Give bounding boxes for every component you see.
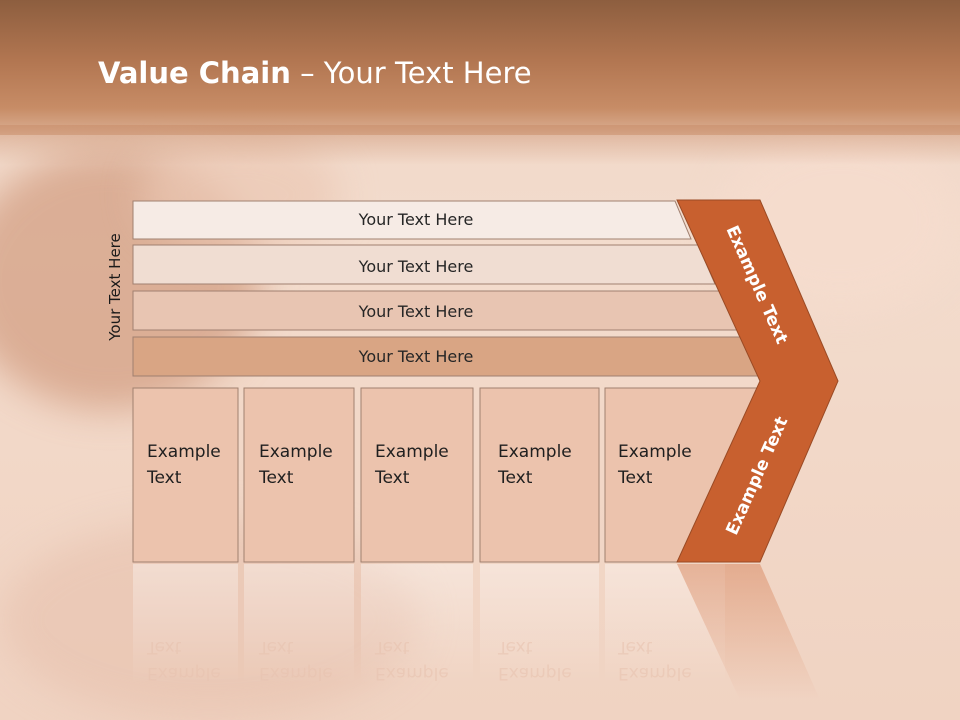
row-2-label: Your Text Here <box>358 257 474 276</box>
box-4-text-reflection: Example Text <box>498 634 588 686</box>
box-3-text-reflection: Example Text <box>375 634 465 686</box>
box-2 <box>243 387 355 563</box>
row-3-label: Your Text Here <box>358 302 474 321</box>
header-band <box>0 0 960 135</box>
box-2-text: Example Text <box>259 439 349 491</box>
box-1-text: Example Text <box>147 439 237 491</box>
box-3-refl-line1: Example <box>375 663 449 683</box>
box-3-line2: Text <box>375 468 410 488</box>
box-3-line1: Example <box>375 442 449 462</box>
box-5-refl-line1: Example <box>618 663 692 683</box>
box-1-refl-line1: Example <box>147 663 221 683</box>
row-4-label: Your Text Here <box>358 347 474 366</box>
box-4 <box>479 387 600 563</box>
box-3 <box>360 387 474 563</box>
row-1-shape <box>132 200 692 240</box>
box-2-text-reflection: Example Text <box>259 634 349 686</box>
box-4-text: Example Text <box>498 439 588 491</box>
chevron-arrow <box>676 199 839 563</box>
box-4-line1: Example <box>498 442 572 462</box>
box-5-line2: Text <box>618 468 653 488</box>
box-1-refl-line2: Text <box>147 637 182 657</box>
box-2-reflection <box>244 564 354 684</box>
box-3-reflection <box>361 564 473 684</box>
title-bold: Value Chain <box>98 56 291 90</box>
box-2-line2: Text <box>259 468 294 488</box>
box-3-text: Example Text <box>375 439 465 491</box>
box-5-line1: Example <box>618 442 692 462</box>
box-1-line1: Example <box>147 442 221 462</box>
box-2-refl-line2: Text <box>259 637 294 657</box>
box-5-refl-line2: Text <box>618 637 653 657</box>
box-1-reflection <box>133 564 238 684</box>
box-2-refl-line1: Example <box>259 663 333 683</box>
header-fade <box>0 125 960 165</box>
box-1-line2: Text <box>147 468 182 488</box>
box-5-text-reflection: Example Text <box>618 634 708 686</box>
box-1-text-reflection: Example Text <box>147 634 237 686</box>
title-rest: – Your Text Here <box>290 56 532 90</box>
page-title: Value Chain – Your Text Here <box>98 53 532 93</box>
box-5-text: Example Text <box>618 439 708 491</box>
box-2-line1: Example <box>259 442 333 462</box>
box-4-reflection <box>480 564 599 684</box>
row-1-label: Your Text Here <box>358 210 474 229</box>
chevron-reflection <box>677 564 820 700</box>
box-4-refl-line1: Example <box>498 663 572 683</box>
box-3-refl-line2: Text <box>375 637 410 657</box>
box-4-refl-line2: Text <box>498 637 533 657</box>
box-4-line2: Text <box>498 468 533 488</box>
box-1 <box>132 387 239 563</box>
